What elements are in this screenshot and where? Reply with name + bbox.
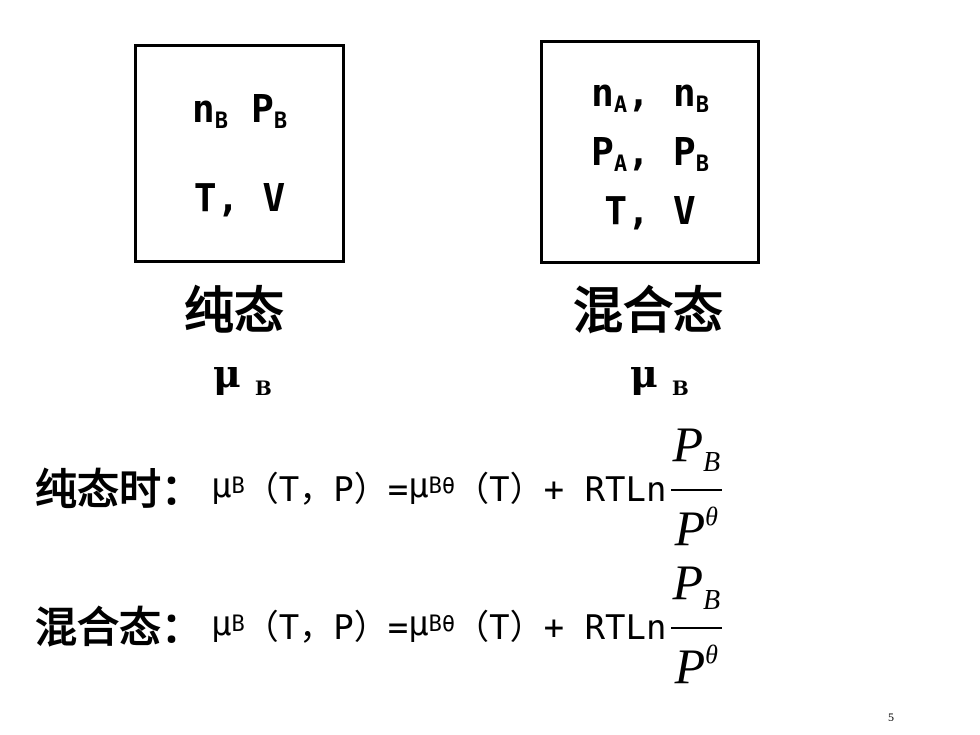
- pure-num-p: P: [672, 416, 703, 472]
- pure-formula-std-sup: θ: [441, 473, 456, 499]
- mix-den-sup: θ: [705, 640, 718, 669]
- mix-line1-sep: ,: [627, 71, 650, 115]
- mix-box-line-3: T, V: [604, 189, 696, 233]
- pure-state-label: 纯态: [184, 282, 284, 340]
- pure-formula-caption: 纯态时：: [35, 464, 204, 514]
- pure-fraction-numerator: PB: [668, 418, 724, 489]
- pure-n-sub: B: [214, 109, 229, 134]
- mix-formula-std-sub: B: [428, 611, 442, 637]
- mix-p2: P: [672, 130, 696, 174]
- pure-box-line-1: nB PB: [192, 86, 287, 145]
- page-number: 5: [888, 710, 894, 724]
- mixed-state-label: 混合态: [573, 282, 723, 340]
- mix-formula-lhs: μ: [211, 604, 232, 644]
- mix-formula-fraction: PB Pθ: [668, 556, 724, 692]
- pure-den-sup: θ: [705, 502, 718, 531]
- pure-fraction-denominator: Pθ: [670, 489, 722, 556]
- pure-formula-std-sub: B: [428, 473, 442, 499]
- pure-p: P: [250, 87, 274, 131]
- pure-state-box: nB PB T, V: [134, 44, 345, 263]
- mix-num-p: P: [672, 554, 703, 610]
- pure-p-sub: B: [273, 109, 288, 134]
- mix-formula-std: μ: [408, 604, 429, 644]
- mix-p1: P: [590, 130, 614, 174]
- mix-num-sub: B: [703, 585, 721, 616]
- pure-mu-sub: B: [254, 376, 272, 400]
- pure-formula-args: （T，P）=: [244, 469, 409, 510]
- mix-line2-sep: ,: [627, 130, 650, 174]
- pure-box-line-2: T, V: [193, 176, 286, 220]
- mixed-state-box: nA, nB PA, PB T, V: [540, 40, 760, 264]
- mix-fraction-denominator: Pθ: [670, 627, 722, 694]
- pure-formula-std: μ: [408, 466, 429, 506]
- mix-den-p: P: [674, 638, 706, 694]
- mix-formula-caption: 混合态：: [35, 602, 204, 652]
- mix-formula-lhs-sub: B: [231, 611, 245, 637]
- pure-formula-lhs: μ: [211, 466, 232, 506]
- pure-formula-lhs-sub: B: [231, 473, 245, 499]
- mix-n2-sub: B: [695, 93, 710, 118]
- mix-n1: n: [590, 71, 614, 115]
- pure-mu: μ: [213, 351, 241, 396]
- pure-formula-fraction: PB Pθ: [668, 418, 724, 554]
- mix-formula-t-arg: （T）+ RTLn: [455, 607, 667, 648]
- mix-p2-sub: B: [695, 152, 710, 177]
- mix-mu: μ: [630, 351, 658, 396]
- pure-n: n: [191, 87, 215, 131]
- mix-box-line-1: nA, nB: [591, 70, 709, 129]
- mix-p1-sub: A: [613, 152, 628, 177]
- mix-fraction-numerator: PB: [668, 556, 724, 627]
- pure-num-sub: B: [703, 447, 721, 478]
- mix-box-line-2: PA, PB: [591, 129, 709, 188]
- pure-den-p: P: [674, 500, 706, 556]
- mix-mu-sub: B: [671, 376, 689, 400]
- pure-formula-t-arg: （T）+ RTLn: [455, 469, 667, 510]
- mix-n1-sub: A: [613, 93, 628, 118]
- mix-formula-args: （T，P）=: [244, 607, 409, 648]
- mix-n2: n: [672, 71, 696, 115]
- mix-formula-std-sup: θ: [441, 611, 456, 637]
